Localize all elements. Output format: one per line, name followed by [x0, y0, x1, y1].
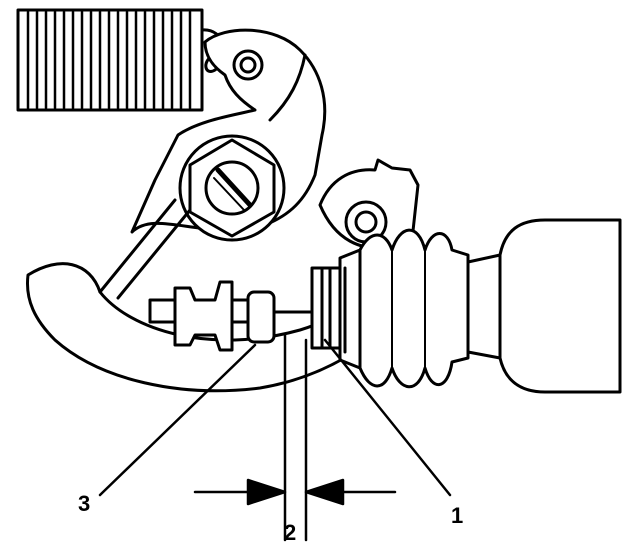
callout-label-3: 3 [78, 491, 91, 516]
callout-label-2: 2 [284, 520, 297, 545]
leader-line-1 [323, 338, 452, 497]
hex-nut [178, 134, 286, 242]
pivot-tab [318, 158, 420, 251]
rubber-boot [338, 228, 470, 389]
adjuster-assembly [148, 266, 342, 352]
cable-housing [466, 218, 622, 394]
callout-label-1: 1 [451, 503, 464, 528]
leader-line-3 [98, 343, 257, 497]
gap-dimension [193, 333, 397, 542]
return-spring [16, 8, 226, 112]
